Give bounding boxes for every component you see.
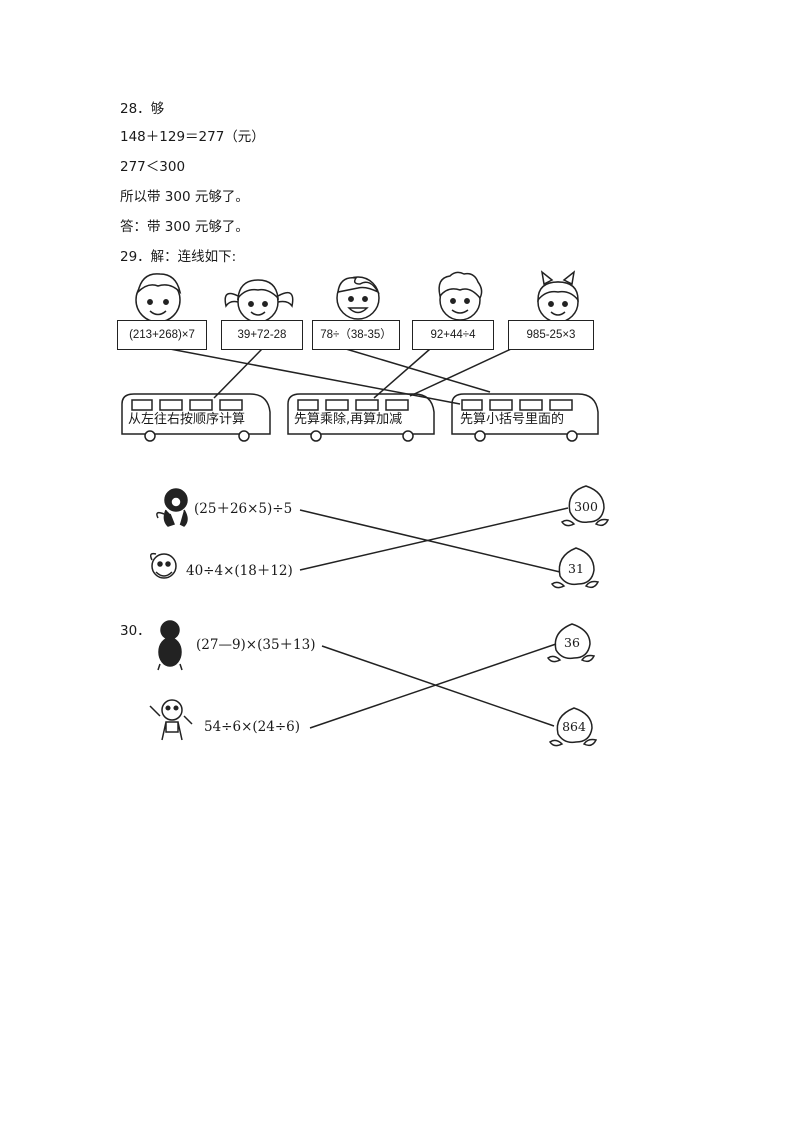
kid-expression-box: 92+44÷4 bbox=[412, 320, 494, 350]
bus-icon bbox=[121, 393, 271, 442]
child-face-icon bbox=[438, 271, 483, 321]
bus-label: 先算乘除,再算加减 bbox=[294, 412, 403, 427]
peach-icon bbox=[560, 485, 610, 527]
monkey-icon bbox=[156, 488, 188, 527]
q28-comparison: 277＜300 bbox=[120, 159, 186, 175]
peach-icon bbox=[546, 623, 596, 663]
monkey-expression: (27—9)×(35＋13) bbox=[196, 636, 316, 654]
monkey-icon bbox=[157, 620, 183, 671]
bus-label: 从左往右按顺序计算 bbox=[128, 412, 246, 427]
kid-expression-box: (213+268)×7 bbox=[117, 320, 207, 350]
monkey-expression: 40÷4×(18＋12) bbox=[186, 562, 293, 580]
q28-number: 28．够 bbox=[120, 101, 165, 117]
q28-equation: 148＋129＝277（元） bbox=[120, 129, 265, 145]
peach-value: 36 bbox=[564, 635, 580, 650]
kid-expression-box: 39+72-28 bbox=[221, 320, 303, 350]
match-line bbox=[299, 507, 569, 729]
child-face-icon bbox=[224, 279, 294, 323]
peach-value: 300 bbox=[574, 499, 598, 514]
peach-icon bbox=[548, 707, 598, 747]
peach-icon bbox=[550, 547, 600, 589]
monkey-expression: 54÷6×(24÷6) bbox=[204, 718, 301, 736]
q28-conclusion: 所以带 300 元够了。 bbox=[120, 189, 249, 205]
monkey-icon bbox=[149, 552, 177, 579]
peach-value: 864 bbox=[562, 719, 586, 734]
child-face-icon bbox=[336, 276, 380, 320]
kid-expression-box: 985-25×3 bbox=[508, 320, 594, 350]
child-face-icon bbox=[537, 270, 579, 323]
q29-header: 29．解：连线如下: bbox=[120, 249, 237, 265]
q30-number: 30． bbox=[120, 623, 151, 639]
match-line bbox=[169, 342, 525, 405]
kid-expression-box: 78÷（38-35） bbox=[312, 320, 400, 350]
peach-value: 31 bbox=[568, 561, 584, 576]
q28-answer: 答：带 300 元够了。 bbox=[120, 219, 249, 235]
bus-label: 先算小括号里面的 bbox=[460, 412, 565, 427]
monkey-expression: (25＋26×5)÷5 bbox=[194, 500, 293, 518]
monkey-icon bbox=[149, 699, 193, 741]
bus-icon bbox=[451, 393, 599, 442]
child-face-icon bbox=[135, 273, 182, 323]
